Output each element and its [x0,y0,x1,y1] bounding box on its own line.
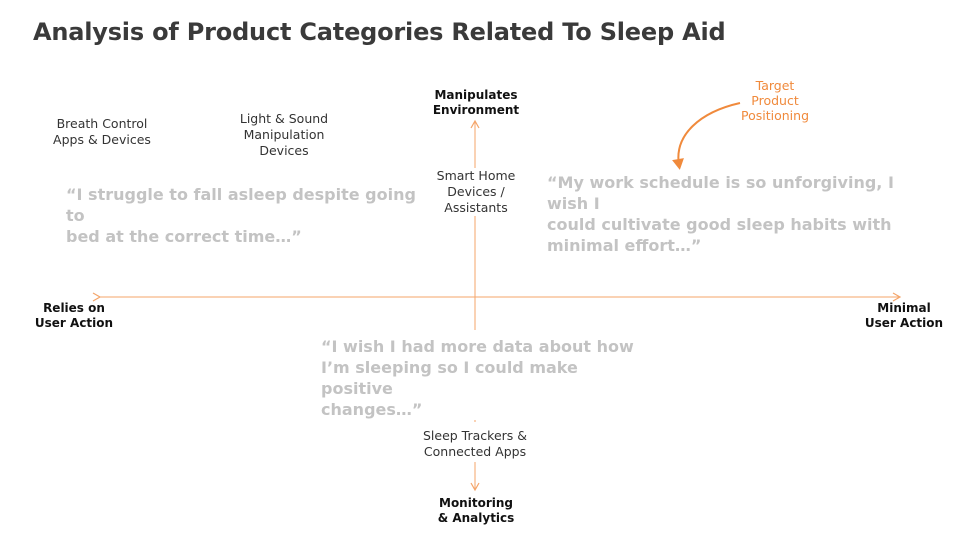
target-arrow [672,102,741,170]
quote-left: “I struggle to fall asleep despite going… [66,185,416,246]
axis-label-bottom: Monitoring& Analytics [437,496,515,525]
category-sleep-trackers: Sleep Trackers &Connected Apps [405,428,545,460]
quote-right: “My work schedule is so unforgiving, I w… [547,173,894,255]
page-title: Analysis of Product Categories Related T… [33,18,726,46]
